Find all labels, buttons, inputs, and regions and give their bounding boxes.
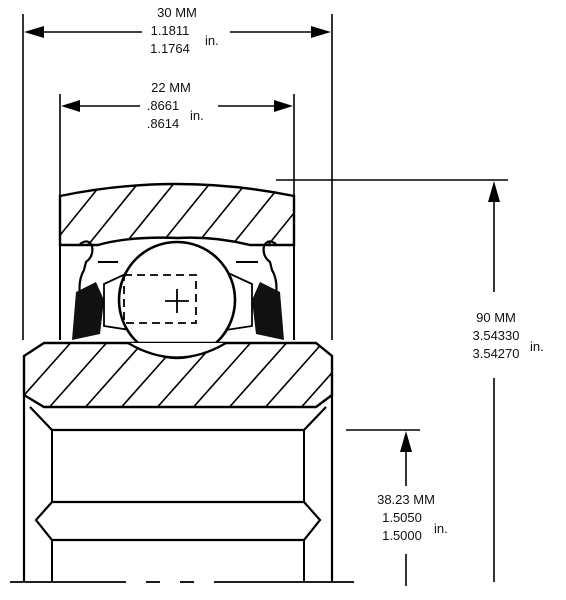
top-width-unit: in. bbox=[205, 33, 219, 48]
bore-diameter-unit: in. bbox=[434, 521, 448, 536]
top-width-inch-min: 1.1764 bbox=[150, 41, 190, 56]
lower-body bbox=[10, 395, 354, 583]
outer-diameter-dimension: 90 MM 3.54330 3.54270 in. bbox=[276, 179, 544, 582]
left-seal bbox=[72, 240, 118, 340]
cage-pocket-outline bbox=[123, 274, 197, 324]
inner-width-unit: in. bbox=[190, 108, 204, 123]
inner-width-inch-min: .8614 bbox=[147, 116, 180, 131]
outer-diameter-inch-min: 3.54270 bbox=[473, 346, 520, 361]
bore-diameter-inch-min: 1.5000 bbox=[382, 528, 422, 543]
top-width-metric: 30 MM bbox=[157, 5, 197, 20]
ball-and-cage bbox=[103, 240, 253, 360]
bore-diameter-dimension: 38.23 MM 1.5050 1.5000 in. bbox=[346, 429, 448, 586]
top-width-dimension: 30 MM 1.1811 1.1764 in. bbox=[22, 5, 333, 340]
right-seal bbox=[236, 240, 284, 340]
inner-width-metric: 22 MM bbox=[151, 80, 191, 95]
outer-ring-section bbox=[58, 182, 296, 340]
bore-diameter-inch-max: 1.5050 bbox=[382, 510, 422, 525]
top-width-inch-max: 1.1811 bbox=[151, 23, 190, 38]
outer-diameter-unit: in. bbox=[530, 339, 544, 354]
bore-diameter-metric: 38.23 MM bbox=[377, 492, 435, 507]
inner-width-dimension: 22 MM .8661 .8614 in. bbox=[59, 80, 295, 200]
inner-ring-section bbox=[22, 341, 334, 409]
inner-width-inch-max: .8661 bbox=[147, 98, 180, 113]
outer-diameter-inch-max: 3.54330 bbox=[473, 328, 520, 343]
outer-diameter-metric: 90 MM bbox=[476, 310, 516, 325]
